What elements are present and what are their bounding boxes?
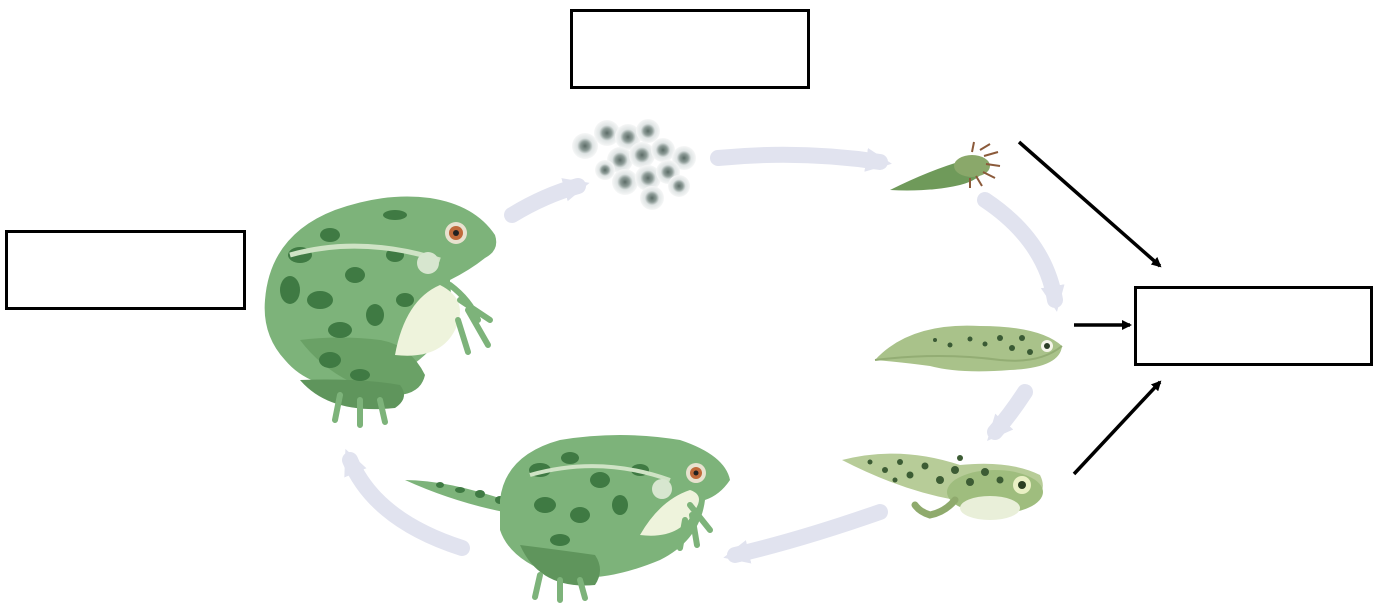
cycle-arrow-froglet-to-adult xyxy=(350,460,462,548)
egg-cluster xyxy=(572,119,696,210)
pointer-arrow-legged-tadpole xyxy=(1074,382,1160,474)
cycle-arrow-tadpole-to-legged xyxy=(995,392,1025,432)
label-box-adult[interactable] xyxy=(5,230,246,310)
hatchling-tadpole xyxy=(890,142,1000,190)
label-box-eggs[interactable] xyxy=(570,9,810,89)
cycle-arrow-legged-to-froglet xyxy=(735,512,880,555)
cycle-arrow-adult-to-eggs xyxy=(512,186,578,215)
adult-frog xyxy=(265,197,497,426)
tadpole xyxy=(875,326,1062,372)
cycle-arrow-eggs-to-hatchling xyxy=(718,155,880,162)
cycle-arrow-hatchling-to-tadpole xyxy=(985,200,1055,300)
label-box-tadpole[interactable] xyxy=(1134,286,1373,366)
froglet xyxy=(405,435,730,600)
